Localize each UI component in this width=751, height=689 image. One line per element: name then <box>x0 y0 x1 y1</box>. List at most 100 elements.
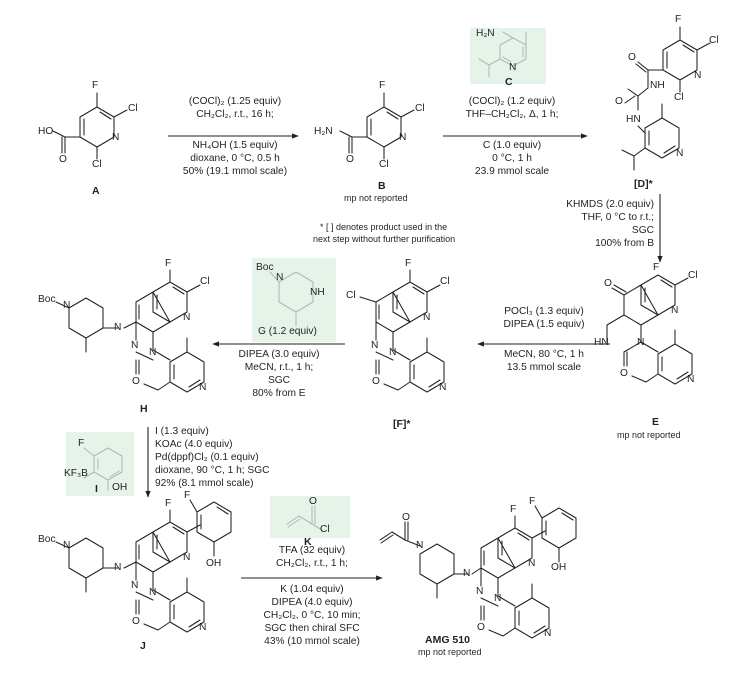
atom-label: O <box>615 96 623 107</box>
atom-label: F <box>529 496 536 507</box>
atom-label: N <box>439 382 447 393</box>
compound-label-h: H <box>140 403 148 415</box>
atom-label: N <box>183 552 191 563</box>
step7-line-7: 43% (10 mmol scale) <box>264 636 360 647</box>
footnote-line-2: next step without further purification <box>313 234 456 244</box>
step1-line-4: dioxane, 0 °C, 0.5 h <box>190 153 280 164</box>
step7-line-3: K (1.04 equiv) <box>280 584 344 595</box>
compound-amg510-note: mp not reported <box>418 647 482 657</box>
atom-label: N <box>509 62 517 73</box>
atom-label: N <box>371 340 379 351</box>
atom-label: H₂N <box>314 126 333 137</box>
atom-label: N <box>276 272 284 283</box>
compound-d-structure <box>621 26 711 171</box>
compound-j-structure <box>55 499 232 633</box>
atom-label: Cl <box>200 276 210 287</box>
compound-label-k: K <box>304 536 312 548</box>
atom-label: O <box>132 616 140 627</box>
compound-label-a: A <box>92 185 100 197</box>
step5-line-1: DIPEA (3.0 equiv) <box>238 349 320 360</box>
atom-label: N <box>149 347 157 358</box>
compound-a-structure <box>52 92 128 160</box>
step1-line-3: NH₄OH (1.5 equiv) <box>192 140 278 151</box>
compound-label-j: J <box>140 640 146 652</box>
atom-label: OH <box>112 482 128 493</box>
compound-label-amg510: AMG 510 <box>425 634 470 646</box>
compound-b-structure <box>339 92 415 160</box>
atom-label: F <box>653 262 660 273</box>
amg510-structure <box>379 505 577 639</box>
atom-label: O <box>59 154 67 165</box>
atom-label: Cl <box>128 103 138 114</box>
atom-label: N <box>114 562 122 573</box>
atom-label: F <box>78 438 85 449</box>
atom-label: N <box>544 628 552 639</box>
atom-label: N <box>399 132 407 143</box>
atom-label: F <box>165 258 172 269</box>
atom-label: N <box>416 540 424 551</box>
step7-line-5: CH₂Cl₂, 0 °C, 10 min; <box>263 610 361 621</box>
step6-line-5: 92% (8.1 mmol scale) <box>155 478 254 489</box>
compound-label-e: E <box>652 416 660 428</box>
atom-label: N <box>199 622 207 633</box>
compound-label-c: C <box>505 76 513 88</box>
atom-label: O <box>309 496 317 507</box>
step7-line-6: SGC then chiral SFC <box>264 623 360 634</box>
atom-label: N <box>131 580 139 591</box>
atom-label: F <box>184 490 191 501</box>
step5-line-3: SGC <box>267 375 291 386</box>
atom-label: N <box>423 312 431 323</box>
atom-label: O <box>132 376 140 387</box>
atom-label: O <box>620 368 628 379</box>
step6-line-4: dioxane, 90 °C, 1 h; SGC <box>155 465 270 476</box>
atom-label: O <box>628 52 636 63</box>
compound-g-equiv: G (1.2 equiv) <box>258 326 317 337</box>
step5-line-4: 80% from E <box>252 388 306 399</box>
step1-line-5: 50% (19.1 mmol scale) <box>182 166 288 177</box>
atom-label: Cl <box>415 103 425 114</box>
step5-line-2: MeCN, r.t., 1 h; <box>244 362 314 373</box>
atom-label: HO <box>38 126 54 137</box>
atom-label: Boc <box>256 262 274 273</box>
atom-label: O <box>477 622 485 633</box>
step3-line-2: THF, 0 °C to r.t.; <box>581 212 654 223</box>
step4-line-4: 13.5 mmol scale <box>506 362 582 373</box>
atom-label: Cl <box>440 276 450 287</box>
atom-label: NH <box>650 80 665 91</box>
step2-line-2: THF–CH₂Cl₂, Δ, 1 h; <box>465 109 559 120</box>
reagent-box-c <box>470 28 546 84</box>
step7-line-1: TFA (32 equiv) <box>278 545 346 556</box>
step2-line-1: (COCl)₂ (1.2 equiv) <box>468 96 556 107</box>
step7-line-4: DIPEA (4.0 equiv) <box>271 597 353 608</box>
atom-label: N <box>183 312 191 323</box>
reagent-box-i <box>66 432 134 496</box>
atom-label: N <box>671 305 679 316</box>
atom-label: O <box>372 376 380 387</box>
atom-label: N <box>131 340 139 351</box>
atom-label: N <box>63 540 71 551</box>
atom-label: N <box>637 337 645 348</box>
atom-label: N <box>676 148 684 159</box>
atom-label: F <box>675 14 682 25</box>
atom-label: N <box>389 347 397 358</box>
reagent-box-k <box>270 496 350 538</box>
atom-label: N <box>199 382 207 393</box>
step3-line-4: 100% from B <box>595 238 654 249</box>
atom-label: Cl <box>92 159 102 170</box>
atom-label: Cl <box>674 92 684 103</box>
atom-label: O <box>604 278 612 289</box>
step1-line-2: CH₂Cl₂, r.t., 16 h; <box>196 109 274 120</box>
atom-label: H₂N <box>476 28 495 39</box>
step4-line-3: MeCN, 80 °C, 1 h <box>504 349 584 360</box>
atom-label: F <box>165 498 172 509</box>
step6-line-2: KOAc (4.0 equiv) <box>155 439 233 450</box>
atom-label: Cl <box>379 159 389 170</box>
step6-line-1: I (1.3 equiv) <box>155 426 209 437</box>
atom-label: Boc <box>38 294 56 305</box>
step6-line-3: Pd(dppf)Cl₂ (0.1 equiv) <box>155 452 259 463</box>
step2-line-4: 0 °C, 1 h <box>492 153 532 164</box>
atom-label: N <box>112 132 120 143</box>
atom-label: KF₃B <box>64 468 88 479</box>
atom-label: Cl <box>346 290 356 301</box>
